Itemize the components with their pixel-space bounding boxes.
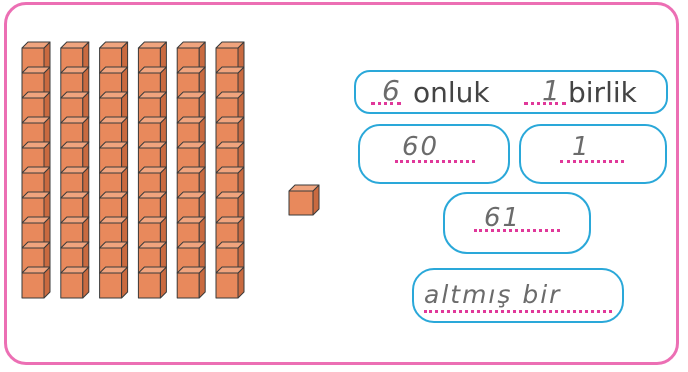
- ones-label: birlik: [568, 76, 637, 109]
- ones-value: 1: [572, 132, 591, 162]
- ones-value-dots: [560, 160, 624, 163]
- number: 61: [484, 203, 521, 233]
- tens-rod: [22, 42, 50, 298]
- tens-rod: [100, 42, 128, 298]
- words-dots: [424, 310, 612, 313]
- tens-rod: [138, 42, 166, 298]
- tens-label: onluk: [413, 76, 490, 109]
- number-words: altmış bir: [424, 280, 561, 309]
- tens-rod: [177, 42, 205, 298]
- ones-answer: 1: [542, 74, 562, 107]
- ones-value-box: [519, 124, 667, 184]
- tens-rod: [216, 42, 244, 298]
- tens-answer: 6: [382, 74, 402, 107]
- tens-value: 60: [402, 132, 439, 162]
- unit-cube: [289, 185, 319, 215]
- tens-rod: [61, 42, 89, 298]
